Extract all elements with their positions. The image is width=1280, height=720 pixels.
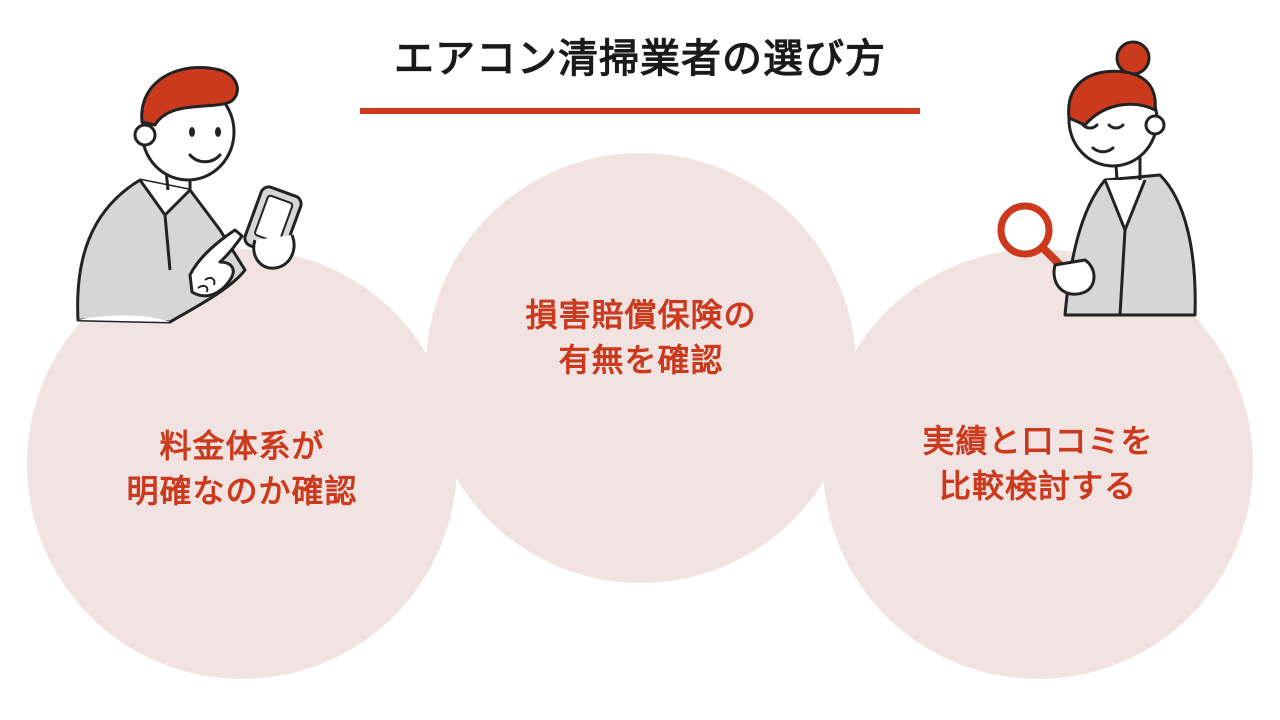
point-text-pricing: 料金体系が 明確なのか確認 [126,424,357,514]
point-line: 実績と口コミを [922,422,1154,461]
point-circle-insurance: 損害賠償保険の 有無を確認 [426,153,856,583]
point-line: 損害賠償保険の [525,296,757,335]
man-with-smartphone-icon [76,65,303,324]
point-line: 明確なのか確認 [126,472,358,510]
point-line: 有無を確認 [558,341,724,379]
point-line: 料金体系が [159,427,325,466]
woman-with-magnifying-glass-icon [997,40,1197,317]
point-circle-reviews: 実績と口コミを 比較検討する [823,249,1253,679]
title-underline [360,108,920,114]
page-title: エアコン清掃業者の選び方 [394,36,886,82]
point-text-reviews: 実績と口コミを 比較検討する [922,419,1153,509]
point-text-insurance: 損害賠償保険の 有無を確認 [525,293,756,383]
point-line: 比較検討する [938,467,1137,505]
